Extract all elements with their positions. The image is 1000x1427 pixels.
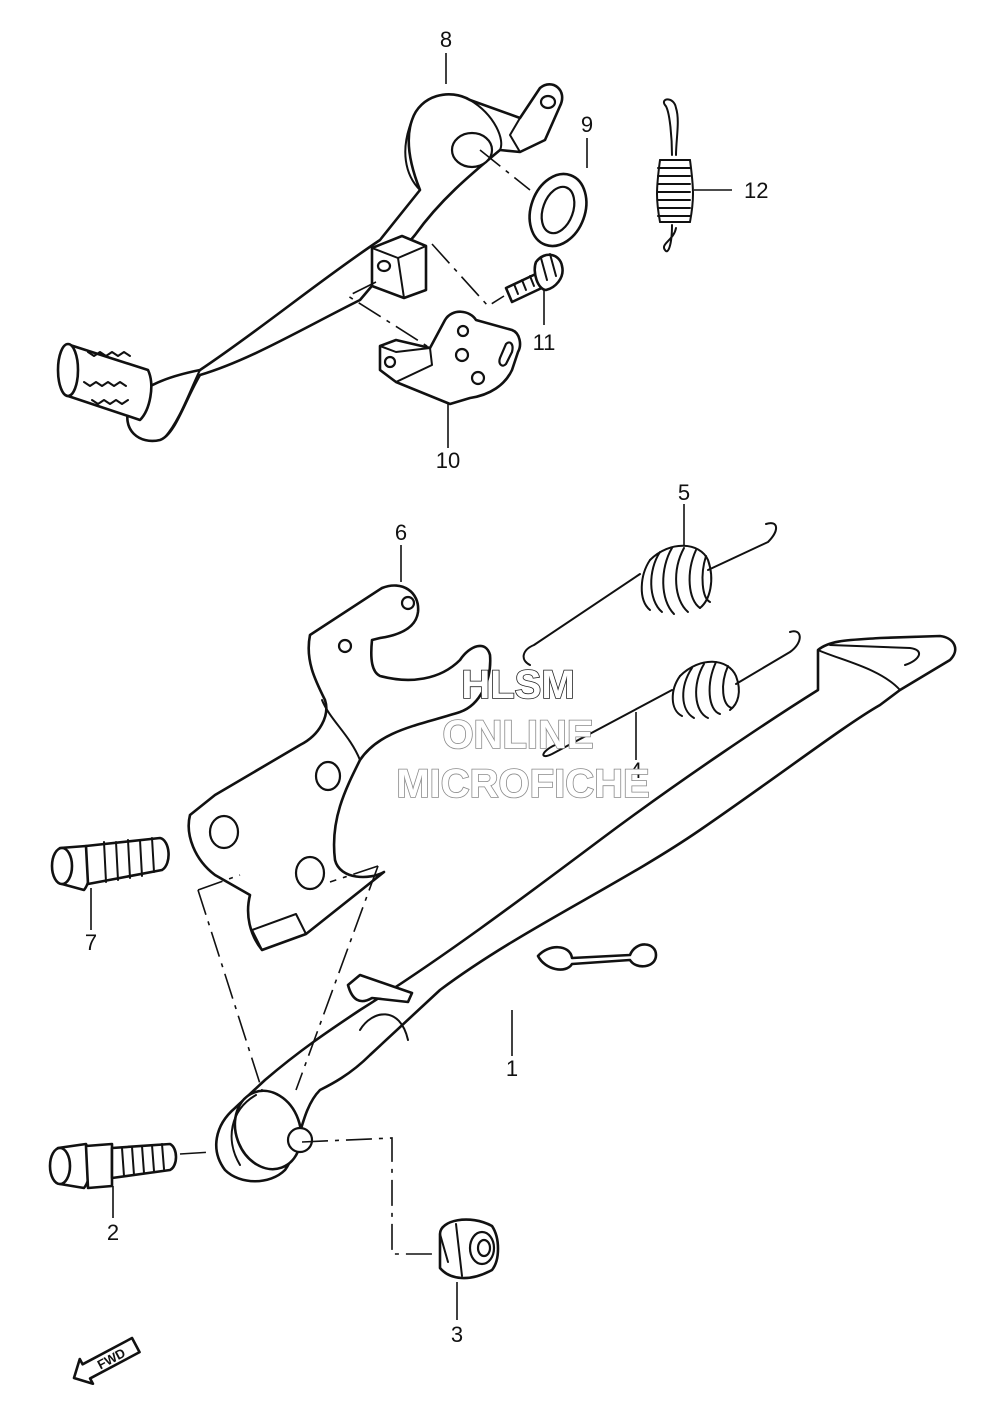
callout-9[interactable]: 9 xyxy=(581,112,593,137)
callout-11[interactable]: 11 xyxy=(533,330,556,355)
callout-12[interactable]: 12 xyxy=(744,178,768,203)
watermark-line-2: ONLINE xyxy=(442,713,593,757)
watermark-line-1: HLSM xyxy=(461,663,574,707)
washer[interactable] xyxy=(520,166,596,254)
pedal-bracket[interactable] xyxy=(378,310,522,406)
pivot-bolt[interactable] xyxy=(504,253,564,304)
callout-6[interactable]: 6 xyxy=(395,520,407,545)
stand-bracket[interactable] xyxy=(187,584,492,952)
callout-4[interactable]: 4 xyxy=(630,758,642,783)
callout-5[interactable]: 5 xyxy=(678,480,690,505)
pivot-nut[interactable] xyxy=(438,1218,500,1280)
torsion-spring-outer[interactable] xyxy=(522,522,777,666)
callout-1[interactable]: 1 xyxy=(506,1056,518,1081)
torsion-spring-inner[interactable] xyxy=(542,630,801,758)
callout-10[interactable]: 10 xyxy=(436,448,460,473)
bracket-bolt[interactable] xyxy=(50,836,170,892)
fwd-arrow-icon: FWD xyxy=(72,1336,141,1386)
watermark-line-3: MICROFICHE xyxy=(396,762,649,806)
extension-spring[interactable] xyxy=(656,98,694,253)
callout-7[interactable]: 7 xyxy=(85,930,97,955)
callout-3[interactable]: 3 xyxy=(451,1322,463,1347)
stand-pivot-bolt[interactable] xyxy=(48,1142,178,1190)
callout-2[interactable]: 2 xyxy=(107,1220,119,1245)
side-stand[interactable] xyxy=(215,634,957,1183)
callout-8[interactable]: 8 xyxy=(440,27,452,52)
brake-pedal[interactable] xyxy=(56,83,564,443)
